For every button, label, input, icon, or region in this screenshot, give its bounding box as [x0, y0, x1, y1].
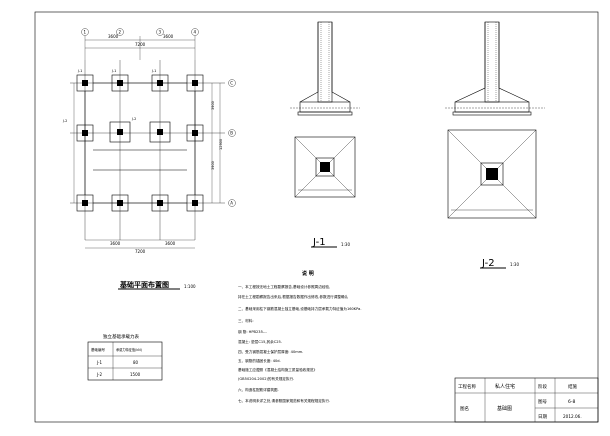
- detail-j1: J-1 1:30: [290, 21, 360, 248]
- note-line-12: 七、本说明未详之处,请参照国家规范和有关规程规定执行.: [238, 398, 330, 403]
- table-cell-0-0: J-1: [96, 360, 102, 365]
- axis-1-label: 1: [84, 30, 87, 35]
- table-header-1: 承载力特征值(kN): [116, 347, 142, 352]
- footing-label-j1-c: J-1: [151, 69, 156, 73]
- axis-a-label: A: [230, 201, 233, 206]
- bottom-total-dim: 7200: [135, 249, 146, 254]
- notes: 说 明 一、本工程按无地土工程勘察报告,基础设计参照周边经验, 持在土工程勘察报…: [238, 270, 362, 403]
- footing-pads: [76, 74, 204, 212]
- footing-label-j2: J-2: [62, 119, 67, 123]
- detail-j2: J-2 1:30: [445, 21, 545, 269]
- detail-j1-title: J-1: [312, 237, 326, 248]
- footing-label-j1-b: J-1: [111, 69, 116, 73]
- tb-project-label: 工程名称: [458, 383, 476, 390]
- axis-b-label: B: [230, 131, 233, 136]
- axis-4-label: 4: [194, 30, 197, 35]
- sheet-border: [34, 11, 599, 423]
- table-title: 独立基础承载力表: [103, 333, 139, 340]
- note-line-5: 钢 筋: HPB235---: [238, 329, 267, 334]
- axis-c-label: C: [230, 81, 233, 86]
- note-line-7: 四、受力钢筋混凝土保护层厚度: 40mm.: [238, 349, 303, 354]
- plan-title: 基础平面布置图: [119, 280, 169, 289]
- table-cell-1-0: J-2: [96, 372, 102, 377]
- note-line-1: 一、本工程按无地土工程勘察报告,基础设计参照周边经验,: [238, 284, 330, 289]
- detail-j2-title: J-2: [481, 258, 495, 269]
- note-line-11: 六、构造柱配筋详建筑图.: [238, 387, 279, 392]
- table-header-0: 基础编号: [91, 347, 105, 352]
- note-line-8: 五、钢筋的锚固长度: 40d.: [238, 358, 281, 363]
- side-total-dim: 12900: [219, 139, 223, 150]
- bearing-table: 独立基础承载力表 基础编号 承载力特征值(kN) J-1 80 J-2 1500: [87, 333, 163, 381]
- note-line-6: 混凝土: 垫层C15,其余C25.: [238, 339, 282, 344]
- axis-3-label: 3: [159, 30, 162, 35]
- side-dim-2: 3900: [211, 161, 215, 170]
- plan-scale: 1:100: [184, 284, 196, 289]
- title-block: 工程名称 私人住宅 阶段 结施 图名 基础图 图号 6-8 日期 2012.06…: [454, 377, 599, 423]
- note-line-2: 持在土工程勘察报告出来后,根据报告数据作出修改,参数进行调整确认: [238, 294, 349, 299]
- tb-date-value: 2012.06.: [563, 414, 582, 419]
- note-line-9: 基础施工应遵照《混凝土结构施工质量验收规范》: [238, 367, 317, 372]
- table-cell-0-1: 80: [133, 360, 139, 365]
- notes-title: 说 明: [302, 270, 314, 277]
- tb-drawing-value: 基础图: [497, 405, 512, 412]
- top-dim-2: 3600: [163, 34, 174, 39]
- note-line-10: (GB50204-2002)的有关规定执行.: [238, 376, 294, 381]
- tb-number-value: 6-8: [568, 399, 575, 405]
- tb-drawing-label: 图名: [460, 405, 469, 412]
- bottom-dim-2: 3600: [165, 241, 176, 246]
- note-line-4: 三、材料:: [238, 318, 254, 323]
- axis-2-label: 2: [119, 30, 122, 35]
- tb-date-label: 日期: [538, 414, 547, 420]
- footing-label-j1: J-1: [77, 69, 82, 73]
- note-line-3: 二、基础采用柱下钢筋混凝土独立基础,设基础持力层承载力特征值为160KPa.: [238, 306, 362, 311]
- tb-number-label: 图号: [538, 399, 547, 405]
- bottom-dim-1: 3600: [110, 241, 121, 246]
- top-dim-1: 3600: [108, 34, 119, 39]
- table-cell-1-1: 1500: [130, 372, 141, 377]
- foundation-plan: 3600 3600 7200 1 2 3 4 C B A 3900 3900 1…: [62, 28, 236, 290]
- detail-j1-scale: 1:30: [341, 242, 350, 247]
- tb-project-value: 私人住宅: [495, 383, 515, 390]
- tb-stage-label: 阶段: [538, 383, 547, 390]
- side-dim-1: 3900: [211, 101, 215, 110]
- footing-label-j2-b: J-2: [131, 117, 136, 121]
- top-total-dim: 7200: [135, 42, 146, 47]
- detail-j2-scale: 1:30: [510, 262, 519, 267]
- tb-stage-value: 结施: [568, 383, 577, 390]
